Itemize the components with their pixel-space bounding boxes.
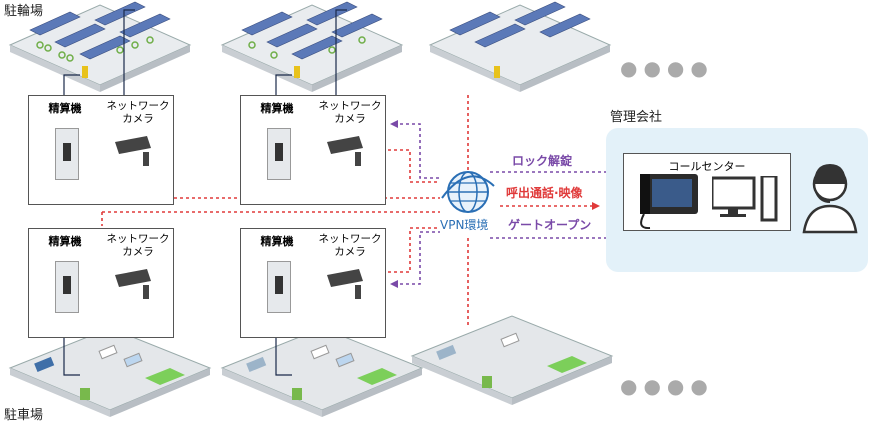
network-camera-label: ネットワーク カメラ bbox=[318, 233, 382, 258]
device-box-bicycle-2: 精算機 ネットワーク カメラ bbox=[240, 95, 386, 205]
payment-machine-label: 精算機 bbox=[260, 235, 294, 248]
device-box-car-2: 精算機 ネットワーク カメラ bbox=[240, 228, 386, 338]
call-video-label: 呼出通話·映像 bbox=[506, 186, 583, 200]
purple-network-lines bbox=[400, 123, 615, 285]
car-lot-illustration-3 bbox=[410, 315, 614, 405]
intercom-monitor-icon bbox=[634, 174, 702, 230]
bicycle-lot-illustration-2 bbox=[220, 1, 404, 92]
car-lot-illustration-2 bbox=[220, 327, 424, 417]
arrowhead-top bbox=[390, 120, 398, 128]
payment-machine-label: 精算機 bbox=[48, 235, 82, 248]
payment-machine-icon bbox=[267, 128, 291, 180]
payment-machine-icon bbox=[55, 261, 79, 313]
vpn-label: VPN環境 bbox=[440, 218, 489, 232]
bicycle-lot-illustration-1 bbox=[8, 1, 192, 92]
car-lot-illustration-1 bbox=[8, 327, 212, 417]
payment-machine-label: 精算機 bbox=[48, 102, 82, 115]
car-lot-label: 駐車場 bbox=[4, 408, 44, 423]
camera-icon bbox=[113, 136, 163, 166]
payment-machine-icon bbox=[267, 261, 291, 313]
device-box-bicycle-1: 精算機 ネットワーク カメラ bbox=[28, 95, 174, 205]
more-dots-top: ●●●● bbox=[620, 56, 714, 80]
more-dots-bottom: ●●●● bbox=[620, 374, 714, 398]
globe-icon bbox=[441, 171, 495, 213]
network-camera-label: ネットワーク カメラ bbox=[318, 100, 382, 125]
network-camera-label: ネットワーク カメラ bbox=[106, 100, 170, 125]
call-center-box: コールセンター bbox=[623, 153, 791, 231]
gate-open-label: ゲートオープン bbox=[508, 218, 592, 232]
device-box-car-1: 精算機 ネットワーク カメラ bbox=[28, 228, 174, 338]
bicycle-lot-illustration-3 bbox=[428, 1, 612, 92]
operator-icon bbox=[800, 158, 860, 234]
lock-release-label: ロック解錠 bbox=[512, 154, 573, 168]
network-camera-label: ネットワーク カメラ bbox=[106, 233, 170, 258]
payment-machine-label: 精算機 bbox=[260, 102, 294, 115]
payment-machine-icon bbox=[55, 128, 79, 180]
arrowhead-bottom bbox=[390, 280, 398, 288]
management-company-label: 管理会社 bbox=[610, 110, 663, 125]
camera-icon bbox=[113, 269, 163, 299]
camera-icon bbox=[325, 269, 375, 299]
pc-icon bbox=[710, 174, 784, 224]
bicycle-lot-label: 駐輪場 bbox=[4, 4, 44, 19]
camera-icon bbox=[325, 136, 375, 166]
call-center-label: コールセンター bbox=[668, 160, 746, 173]
